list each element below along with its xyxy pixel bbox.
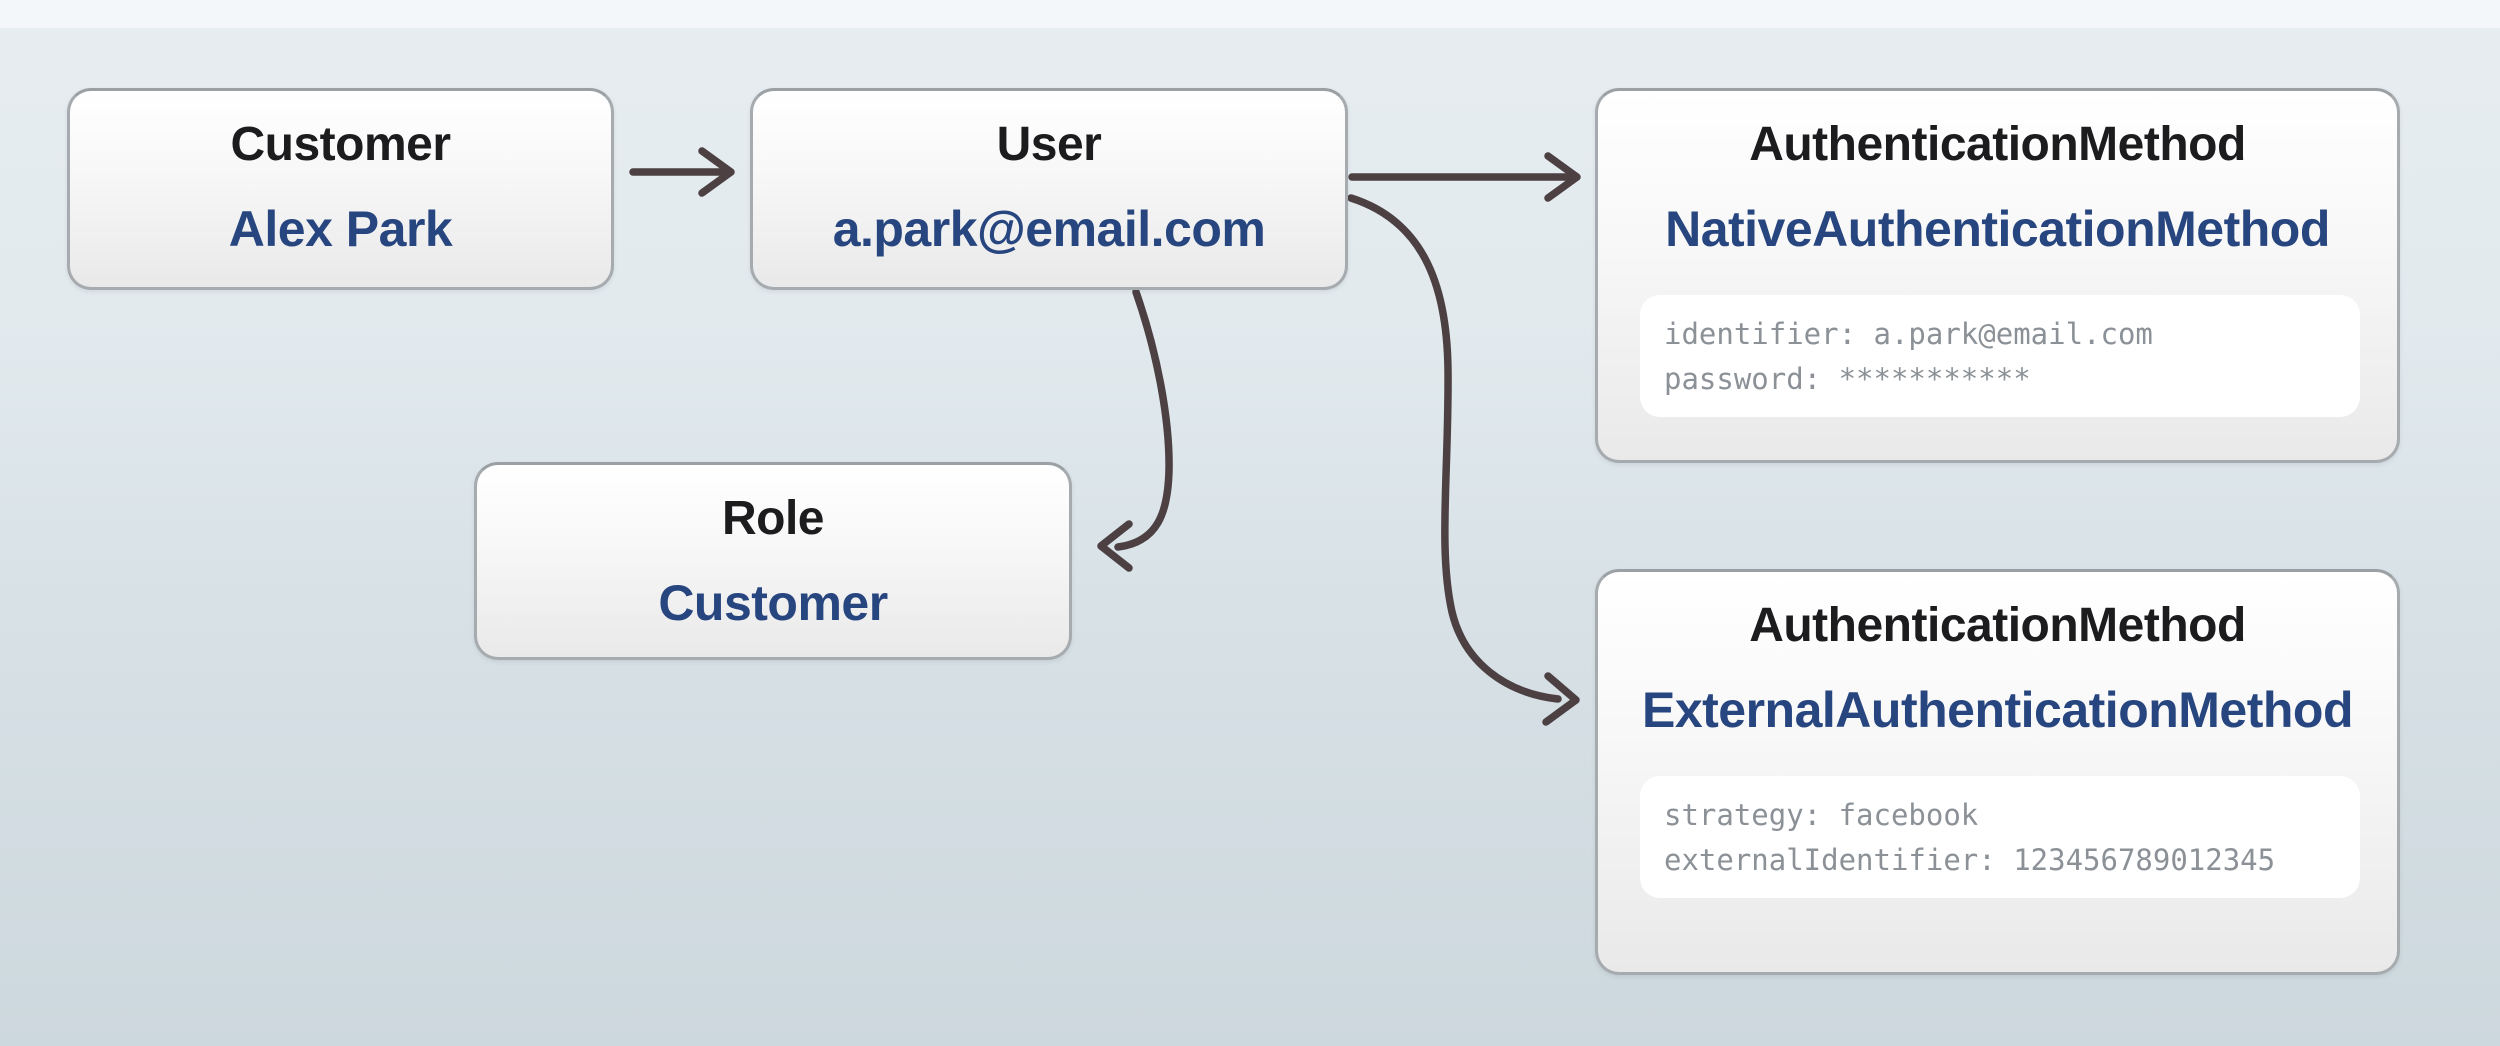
- node-customer: Customer Alex Park: [67, 88, 614, 290]
- arrow-user-to-native-auth: [1348, 152, 1581, 202]
- node-user-value: a.park@email.com: [832, 201, 1266, 257]
- field-strategy: strategy: facebook: [1664, 798, 1979, 832]
- node-external-authentication-method: AuthenticationMethod ExternalAuthenticat…: [1595, 569, 2400, 975]
- arrow-user-to-role: [1097, 288, 1173, 572]
- field-password: password: ***********: [1664, 362, 2031, 396]
- background-top-strip: [0, 0, 2500, 28]
- node-native-auth-value: NativeAuthenticationMethod: [1665, 201, 2330, 257]
- node-user: User a.park@email.com: [750, 88, 1348, 290]
- node-native-auth-fields-panel: identifier: a.park@email.com password: *…: [1640, 295, 2360, 417]
- node-role-title: Role: [721, 492, 825, 545]
- node-native-auth-title: AuthenticationMethod: [1749, 118, 2246, 171]
- node-customer-value: Alex Park: [228, 201, 453, 257]
- node-role: Role Customer: [474, 462, 1072, 660]
- node-native-authentication-method: AuthenticationMethod NativeAuthenticatio…: [1595, 88, 2400, 463]
- node-external-auth-value: ExternalAuthenticationMethod: [1641, 682, 2354, 738]
- field-external-identifier: externalIdentifier: 123456789012345: [1664, 843, 2276, 877]
- arrow-customer-to-user: [629, 147, 735, 197]
- field-identifier: identifier: a.park@email.com: [1664, 317, 2153, 351]
- node-role-value: Customer: [658, 575, 888, 631]
- node-external-auth-fields-panel: strategy: facebook externalIdentifier: 1…: [1640, 776, 2360, 898]
- arrow-group: [629, 147, 1581, 726]
- node-user-title: User: [996, 118, 1102, 171]
- node-external-auth-title: AuthenticationMethod: [1749, 599, 2246, 652]
- node-customer-title: Customer: [230, 118, 451, 171]
- arrow-user-to-external-auth: [1347, 194, 1580, 726]
